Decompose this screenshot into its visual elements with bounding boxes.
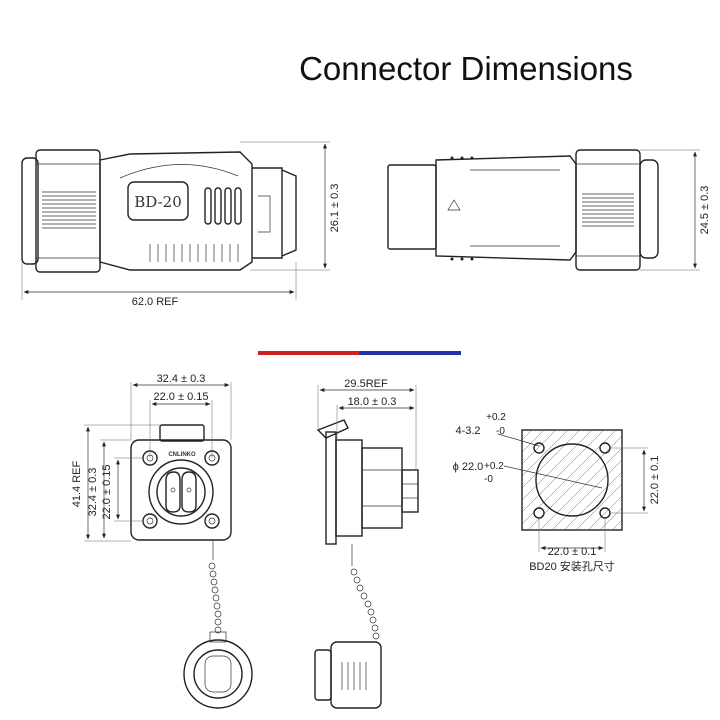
panel-cutout-outline [521,429,623,531]
flange-width-dim: 32.4 ± 0.3 [157,373,206,385]
divider-bar-red [258,351,359,355]
mounting-hole-diagram: +0.2 4-3.2 -0 ϕ 22.0 +0.2 -0 22.0 ± 0.1 … [453,412,661,573]
hole-tol-upper: +0.2 [486,412,506,423]
flange-height-dim: 32.4 ± 0.3 [87,468,99,517]
bore-tol-lower: -0 [484,474,493,485]
cutout-width-dim: 22.0 ± 0.1 [548,546,597,558]
socket-height-dim: 24.5 ± 0.3 [699,186,711,235]
divider-bar-blue [359,351,461,355]
panel-front-view: CNLINKO 32.4 ± 0.3 22.0 ± 0.15 41.4 REF … [71,373,253,709]
plug-length-dim: 62.0 REF [132,296,179,308]
plug-height-dim: 26.1 ± 0.3 [329,184,341,233]
mounting-caption: BD20 安装孔尺寸 [529,559,615,573]
plug-side-view: BD-20 26.1 ± 0.3 62.0 REF [21,141,341,308]
brand-label: BD-20 [134,193,181,211]
panel-logo: CNLINKO [168,452,196,458]
dust-cap [183,639,253,709]
panel-side-view: 29.5REF 18.0 ± 0.3 [314,378,419,709]
depth-ref-dim: 29.5REF [344,378,388,390]
bore-tol-upper: +0.2 [484,461,504,472]
dust-cap-chain [208,562,222,634]
hole-spacing-h-dim: 22.0 ± 0.15 [154,391,209,403]
hole-spec: 4-3.2 [455,425,480,437]
socket-side-view: 24.5 ± 0.3 [387,149,711,271]
overall-height-dim: 41.4 REF [71,460,83,507]
page-title: Connector Dimensions [299,50,633,87]
hole-spacing-v-dim: 22.0 ± 0.15 [101,465,113,520]
cutout-height-dim: 22.0 ± 0.1 [649,456,661,505]
grip-slots [204,187,242,225]
brand-plate [127,181,189,221]
bore-spec: ϕ 22.0 [453,461,484,473]
hole-tol-lower: -0 [496,426,505,437]
depth-dim: 18.0 ± 0.3 [348,396,397,408]
